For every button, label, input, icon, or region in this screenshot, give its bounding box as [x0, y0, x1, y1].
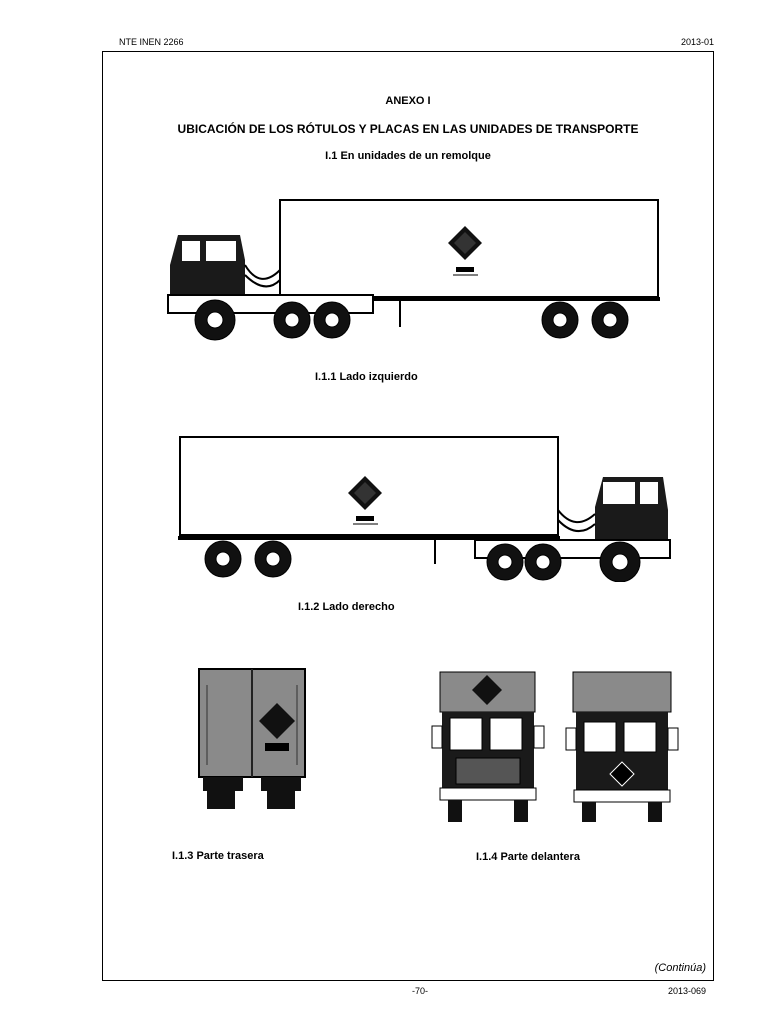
caption-right-side: I.1.2 Lado derecho	[298, 601, 395, 613]
truck-left-side-illustration	[167, 199, 660, 341]
continues-note: (Continúa)	[654, 962, 706, 974]
standard-code: NTE INEN 2266	[119, 37, 184, 47]
truck-rear-illustration	[198, 668, 306, 809]
front-view-2	[565, 671, 679, 822]
document-code: 2013-069	[667, 986, 706, 996]
left-wheels	[194, 299, 629, 341]
hazard-placard-icon	[448, 226, 482, 276]
truck-front-illustration	[431, 671, 679, 822]
section-title: I.1 En unidades de un remolque	[325, 150, 491, 162]
hazard-placard-icon	[609, 761, 635, 787]
caption-left-side: I.1.1 Lado izquierdo	[315, 371, 418, 383]
page-number: -70-	[412, 986, 429, 996]
caption-rear: I.1.3 Parte trasera	[172, 850, 264, 862]
hazard-placard-icon	[348, 476, 382, 525]
page-frame	[102, 51, 714, 981]
left-trailer	[279, 199, 660, 327]
front-view-1	[431, 671, 545, 822]
annex-title: ANEXO I	[385, 95, 431, 107]
hazard-placard-icon	[259, 703, 295, 751]
truck-right-side-illustration	[178, 436, 671, 582]
caption-front: I.1.4 Parte delantera	[476, 851, 580, 863]
header-date: 2013-01	[680, 37, 714, 47]
right-wheels	[204, 540, 641, 582]
annex-heading: UBICACIÓN DE LOS RÓTULOS Y PLACAS EN LAS…	[177, 122, 639, 136]
